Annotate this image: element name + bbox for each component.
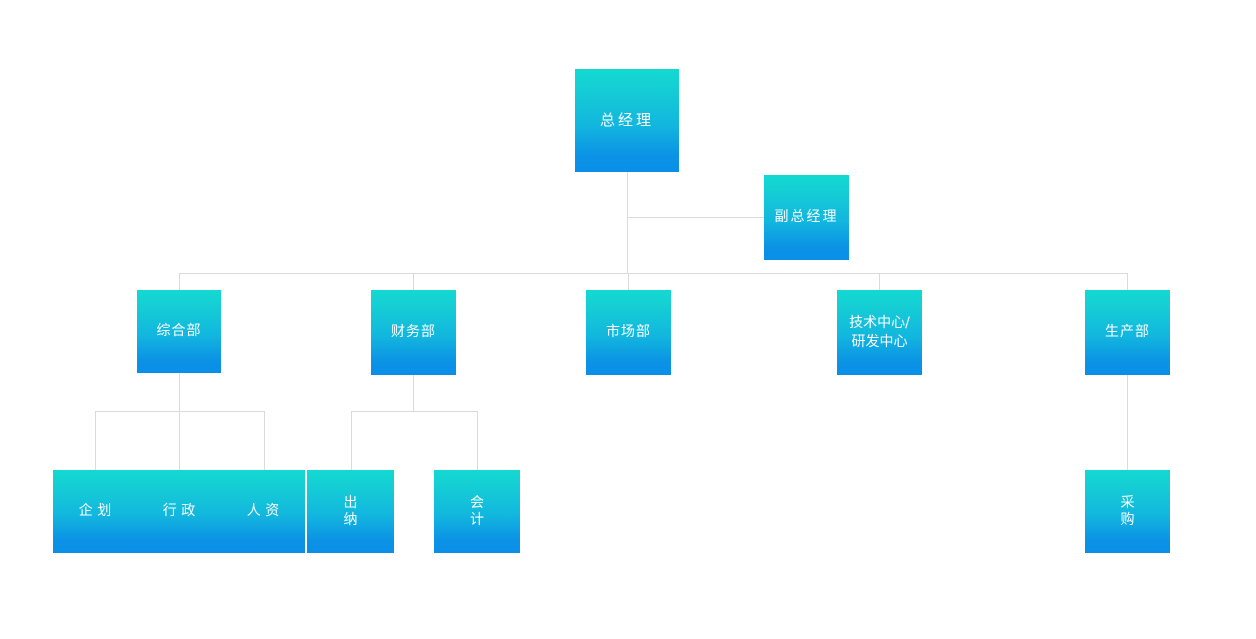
connector-finance-bus [351, 411, 478, 412]
connector-drop-technology [879, 273, 880, 291]
node-planning-unit[interactable]: 企 划 [53, 470, 137, 553]
node-general-affairs-department-label: 综合部 [156, 323, 202, 340]
node-finance-department[interactable]: 财务部 [371, 290, 456, 375]
node-procurement-unit[interactable]: 采 购 [1085, 470, 1170, 553]
connector-drop-human-resources [264, 411, 265, 471]
connector-root-to-deputy [627, 217, 764, 218]
connector-root-stem [627, 172, 628, 273]
node-cashier-unit[interactable]: 出 纳 [307, 470, 394, 553]
connector-finance-stem [413, 375, 414, 412]
connector-drop-cashier [351, 411, 352, 471]
node-finance-department-label: 财务部 [391, 324, 436, 341]
node-human-resources-unit[interactable]: 人 资 [221, 470, 305, 553]
connector-general-affairs-bus [95, 411, 265, 412]
connector-drop-production [1127, 273, 1128, 291]
node-technology-center-label: 技术中心/ 研发中心 [849, 315, 910, 350]
connector-drop-marketing [628, 273, 629, 291]
node-marketing-department[interactable]: 市场部 [586, 290, 671, 375]
node-human-resources-unit-label: 人 资 [246, 503, 280, 520]
node-general-manager-label: 总经理 [599, 110, 654, 129]
node-procurement-unit-label: 采 购 [1120, 494, 1135, 528]
node-production-department[interactable]: 生产部 [1085, 290, 1170, 375]
connector-drop-administration [179, 411, 180, 471]
connector-drop-general-affairs [179, 273, 180, 291]
node-general-affairs-department[interactable]: 综合部 [137, 290, 221, 373]
node-general-manager[interactable]: 总经理 [575, 69, 679, 172]
node-accounting-unit-label: 会 计 [470, 494, 484, 528]
connector-drop-planning [95, 411, 96, 471]
node-deputy-general-manager-label: 副总经理 [774, 209, 839, 226]
node-cashier-unit-label: 出 纳 [343, 494, 358, 528]
node-deputy-general-manager[interactable]: 副总经理 [764, 175, 849, 260]
connector-drop-finance [413, 273, 414, 291]
node-administration-unit[interactable]: 行 政 [137, 470, 221, 553]
connector-production-stem [1127, 375, 1128, 471]
node-general-affairs-units-block: 企 划 行 政 人 资 [53, 470, 305, 553]
connector-department-bus [179, 273, 1128, 274]
node-accounting-unit[interactable]: 会 计 [434, 470, 520, 553]
connector-general-affairs-stem [179, 373, 180, 412]
node-marketing-department-label: 市场部 [606, 324, 651, 341]
node-administration-unit-label: 行 政 [162, 503, 196, 520]
node-production-department-label: 生产部 [1105, 324, 1150, 341]
connector-drop-accounting [477, 411, 478, 471]
node-technology-center[interactable]: 技术中心/ 研发中心 [837, 290, 922, 375]
node-planning-unit-label: 企 划 [78, 503, 112, 520]
